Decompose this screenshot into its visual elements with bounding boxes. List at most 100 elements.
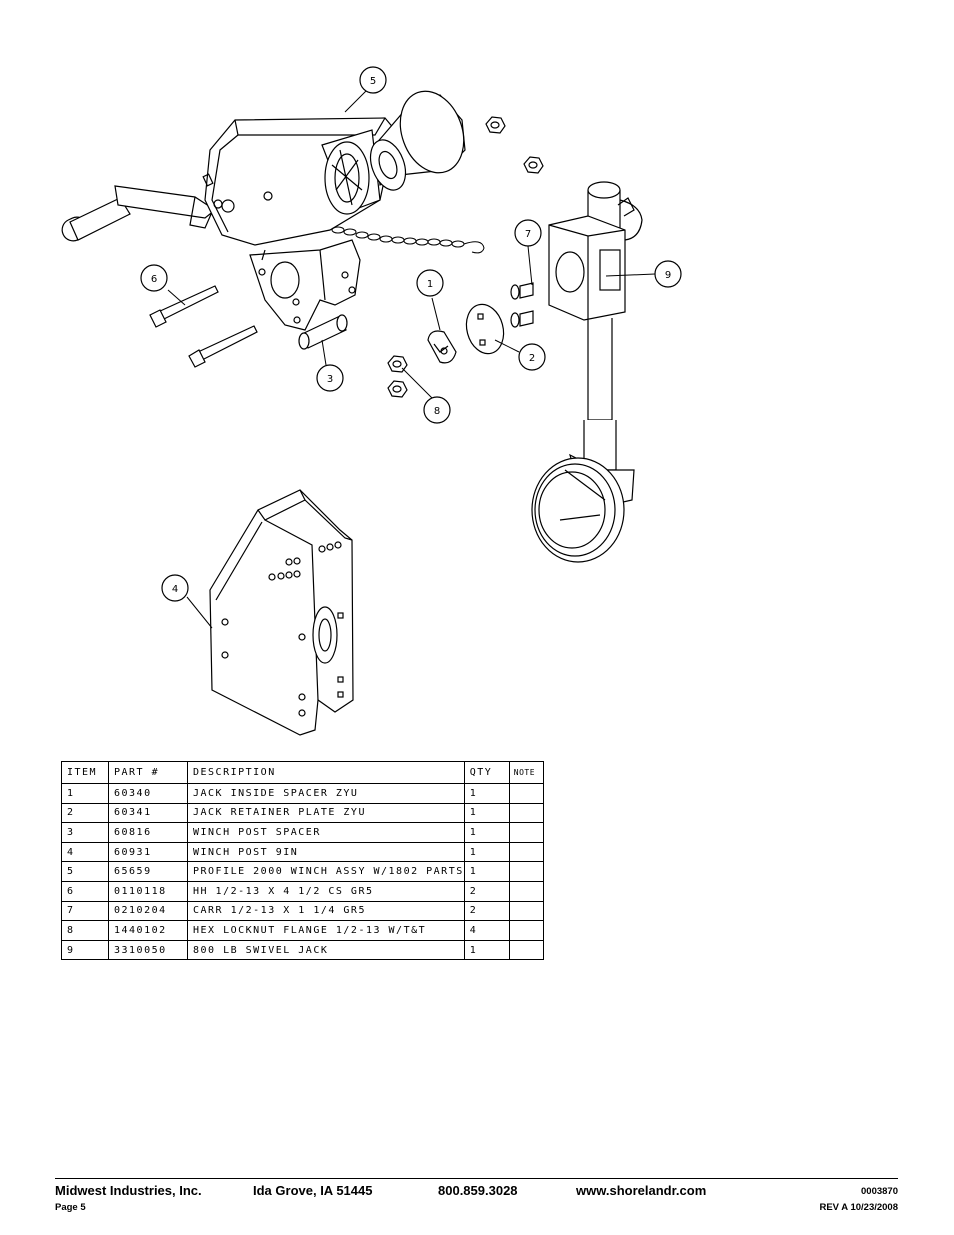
svg-text:1: 1: [427, 279, 433, 290]
callout-1: 1: [416, 269, 444, 297]
callout-3: 3: [316, 364, 344, 392]
footer-company: Midwest Industries, Inc.: [55, 1183, 202, 1198]
winch-post-spacer: [298, 314, 348, 350]
cell-note: [508, 920, 544, 941]
cell-qty: 2: [463, 900, 510, 922]
cell-item: 1: [61, 783, 109, 804]
cell-description: WINCH POST 9IN: [187, 841, 465, 863]
carriage-bolts: [510, 282, 534, 328]
table-row: 4 60931 WINCH POST 9IN 1: [61, 841, 544, 863]
cell-part-number: 1440102: [108, 920, 188, 941]
table-row: 3 60816 WINCH POST SPACER 1: [61, 822, 544, 843]
footer-revision: REV A 10/23/2008: [819, 1202, 898, 1213]
column-header-note: NOTE: [508, 761, 544, 784]
cell-part-number: 0110118: [108, 880, 188, 902]
table-row: 6 0110118 HH 1/2-13 X 4 1/2 CS GR5 2: [61, 880, 544, 902]
footer-page-number: Page 5: [55, 1202, 86, 1213]
cell-note: [508, 880, 544, 902]
svg-text:2: 2: [529, 353, 535, 364]
cell-part-number: 0210204: [108, 900, 188, 922]
cell-description: PROFILE 2000 WINCH ASSY W/1802 PARTS: [187, 861, 465, 882]
hex-locknuts: [387, 355, 408, 398]
cell-part-number: 65659: [108, 861, 188, 882]
footer-location: Ida Grove, IA 51445: [253, 1183, 373, 1198]
callout-leaders: [167, 89, 656, 629]
svg-text:6: 6: [151, 274, 157, 285]
cell-item: 2: [61, 802, 109, 824]
footer-divider: [55, 1178, 898, 1179]
cell-note: [508, 841, 544, 863]
safety-chain: [331, 226, 485, 254]
cell-note: [508, 802, 544, 824]
cell-qty: 1: [463, 939, 510, 961]
cell-part-number: 3310050: [108, 939, 188, 961]
cell-description: 800 LB SWIVEL JACK: [187, 939, 465, 961]
cell-part-number: 60341: [108, 802, 188, 824]
bill-of-materials-table: ITEM PART # DESCRIPTION QTY NOTE 1 60340…: [61, 761, 544, 961]
callout-5: 5: [359, 66, 387, 94]
svg-text:9: 9: [665, 270, 671, 281]
column-header-item: ITEM: [61, 761, 109, 784]
table-row: 1 60340 JACK INSIDE SPACER ZYU 1: [61, 783, 544, 804]
cell-note: [508, 861, 544, 882]
cell-item: 8: [61, 920, 109, 941]
callout-6: 6: [140, 264, 168, 292]
footer-website: www.shorelandr.com: [576, 1183, 707, 1198]
cell-description: WINCH POST SPACER: [187, 822, 465, 843]
roller-nut-top: [485, 116, 506, 134]
jack-retainer-plate: [465, 303, 505, 355]
table-row: 8 1440102 HEX LOCKNUT FLANGE 1/2-13 W/T&…: [61, 920, 544, 941]
svg-text:5: 5: [370, 76, 376, 87]
callout-7: 7: [514, 219, 542, 247]
table-header-row: ITEM PART # DESCRIPTION QTY NOTE: [61, 761, 544, 784]
jack-inside-spacer: [427, 330, 457, 364]
cell-qty: 1: [463, 841, 510, 863]
cell-description: JACK INSIDE SPACER ZYU: [187, 783, 465, 804]
table-row: 5 65659 PROFILE 2000 WINCH ASSY W/1802 P…: [61, 861, 544, 882]
winch-post: [209, 489, 354, 736]
cell-note: [508, 900, 544, 922]
column-header-part-number: PART #: [108, 761, 188, 784]
cell-item: 3: [61, 822, 109, 843]
callout-9: 9: [654, 260, 682, 288]
cell-qty: 1: [463, 822, 510, 843]
cell-part-number: 60340: [108, 783, 188, 804]
callout-8: 8: [423, 396, 451, 424]
cell-qty: 2: [463, 880, 510, 902]
cell-item: 7: [61, 900, 109, 922]
table-row: 9 3310050 800 LB SWIVEL JACK 1: [61, 939, 544, 961]
cell-description: JACK RETAINER PLATE ZYU: [187, 802, 465, 824]
footer-phone: 800.859.3028: [438, 1183, 518, 1198]
swivel-jack: [531, 181, 643, 563]
cell-description: HH 1/2-13 X 4 1/2 CS GR5: [187, 880, 465, 902]
column-header-description: DESCRIPTION: [187, 761, 465, 784]
column-header-qty: QTY: [463, 761, 510, 784]
table-row: 2 60341 JACK RETAINER PLATE ZYU 1: [61, 802, 544, 824]
cell-qty: 1: [463, 783, 510, 804]
hex-bolts: [149, 285, 258, 368]
cell-description: CARR 1/2-13 X 1 1/4 GR5: [187, 900, 465, 922]
table-row: 7 0210204 CARR 1/2-13 X 1 1/4 GR5 2: [61, 900, 544, 922]
roller-nut-side: [523, 156, 544, 174]
cell-note: [508, 939, 544, 961]
cell-item: 9: [61, 939, 109, 961]
cell-description: HEX LOCKNUT FLANGE 1/2-13 W/T&T: [187, 920, 465, 941]
cell-qty: 1: [463, 802, 510, 824]
svg-text:7: 7: [525, 229, 531, 240]
cell-note: [508, 783, 544, 804]
cell-qty: 1: [463, 861, 510, 882]
cell-item: 4: [61, 841, 109, 863]
cell-note: [508, 822, 544, 843]
cell-qty: 4: [463, 920, 510, 941]
footer-doc-number: 0003870: [861, 1186, 898, 1197]
svg-text:4: 4: [172, 584, 178, 595]
cell-item: 6: [61, 880, 109, 902]
svg-text:3: 3: [327, 374, 333, 385]
exploded-parts-diagram: 5 6 3 1 2 8 7 9 4: [61, 66, 682, 736]
cell-item: 5: [61, 861, 109, 882]
cell-part-number: 60931: [108, 841, 188, 863]
winch-assembly: [61, 90, 544, 331]
callout-4: 4: [161, 574, 189, 602]
svg-text:8: 8: [434, 406, 440, 417]
cell-part-number: 60816: [108, 822, 188, 843]
